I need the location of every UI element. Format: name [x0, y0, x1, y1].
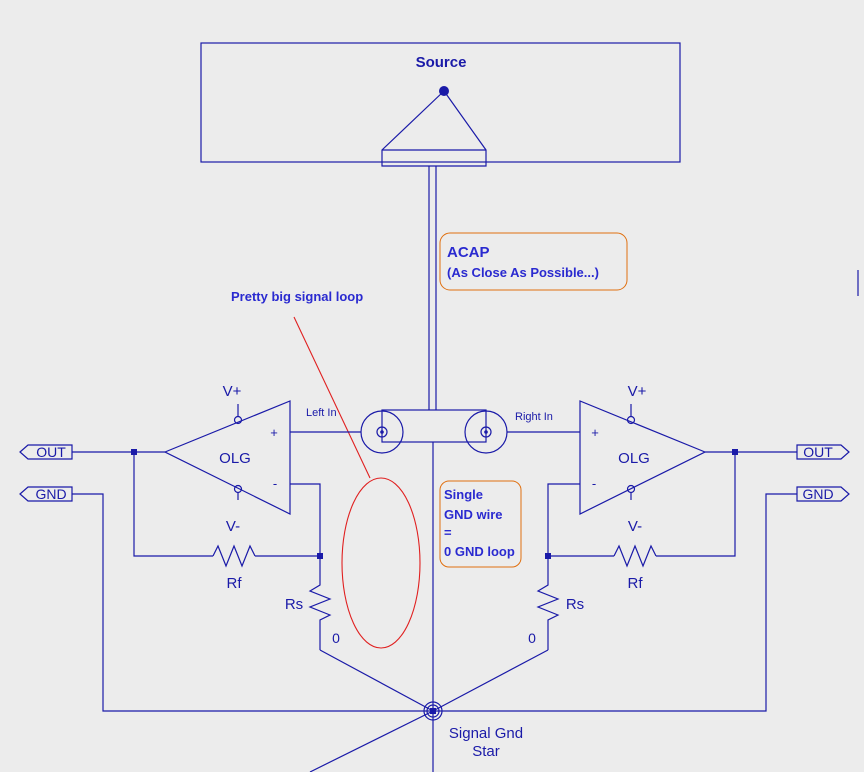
gnd-note-line2: GND wire: [444, 507, 503, 522]
right-rs-resistor: [536, 556, 560, 650]
left-rs-resistor: [308, 556, 332, 650]
gnd-note-line3: =: [444, 525, 452, 540]
left-opamp-name: OLG: [219, 450, 251, 467]
left-out-port: [19, 444, 73, 460]
left-rf-resistor: [212, 544, 256, 568]
right-rs-zero: 0: [528, 630, 536, 646]
left-feedback-wire: [133, 452, 213, 557]
input-connector-body: [381, 409, 487, 443]
left-vminus-pin: [233, 484, 243, 494]
left-opamp-minus: -: [273, 476, 277, 491]
left-vminus-label: V-: [226, 518, 240, 535]
star-label-line2: Star: [472, 743, 500, 760]
left-opamp-triangle: [163, 400, 291, 515]
right-rf-resistor: [613, 544, 657, 568]
left-in-label: Left In: [306, 407, 337, 419]
source-cable: [428, 166, 437, 410]
signal-gnd-star: [423, 701, 443, 721]
loop-note: Pretty big signal loop: [231, 289, 363, 304]
left-rs-zero: 0: [332, 630, 340, 646]
gnd-note-box: [439, 480, 522, 568]
left-inverting-wire: [290, 483, 321, 556]
right-rs-label: Rs: [566, 596, 584, 613]
right-gnd-wire: [433, 493, 797, 712]
source-connector: [381, 90, 487, 167]
right-vminus-pin: [626, 484, 636, 494]
left-gnd-wire: [72, 493, 433, 712]
source-label: Source: [416, 54, 467, 71]
star-outgoing-wire: [309, 710, 434, 772]
gnd-note-line1: Single: [444, 487, 483, 502]
right-out-port: [796, 444, 850, 460]
right-gnd-label: GND: [802, 486, 833, 502]
right-vminus-label: V-: [628, 518, 642, 535]
left-rf-label: Rf: [227, 575, 243, 592]
acap-subtitle: (As Close As Possible...): [447, 265, 599, 280]
left-gnd-label: GND: [35, 486, 66, 502]
right-rs-gnd-wire: [432, 649, 549, 712]
left-vplus-pin: [233, 415, 243, 425]
right-opamp-minus: -: [592, 476, 596, 491]
signal-loop-ellipse: [341, 477, 421, 649]
left-rs-gnd-wire: [319, 649, 434, 712]
acap-title: ACAP: [447, 244, 490, 261]
left-opamp-plus: +: [270, 425, 278, 440]
right-inverting-wire: [547, 483, 580, 556]
star-label-line1: Signal Gnd: [449, 725, 523, 742]
right-out-label: OUT: [803, 444, 833, 460]
right-opamp-triangle: [579, 400, 707, 515]
right-rf-label: Rf: [628, 575, 644, 592]
left-vplus-label: V+: [223, 383, 242, 400]
right-opamp-name: OLG: [618, 450, 650, 467]
right-feedback-wire: [656, 452, 736, 557]
right-gnd-port: [796, 486, 850, 502]
right-opamp-plus: +: [591, 425, 599, 440]
source-box: [200, 42, 681, 163]
right-in-label: Right In: [515, 411, 553, 423]
right-vplus-label: V+: [628, 383, 647, 400]
loop-pointer-line: [293, 316, 371, 479]
left-out-label: OUT: [36, 444, 66, 460]
left-rs-label: Rs: [285, 596, 303, 613]
acap-note-box: [439, 232, 628, 291]
gnd-note-line4: 0 GND loop: [444, 544, 515, 559]
right-vplus-pin: [626, 415, 636, 425]
